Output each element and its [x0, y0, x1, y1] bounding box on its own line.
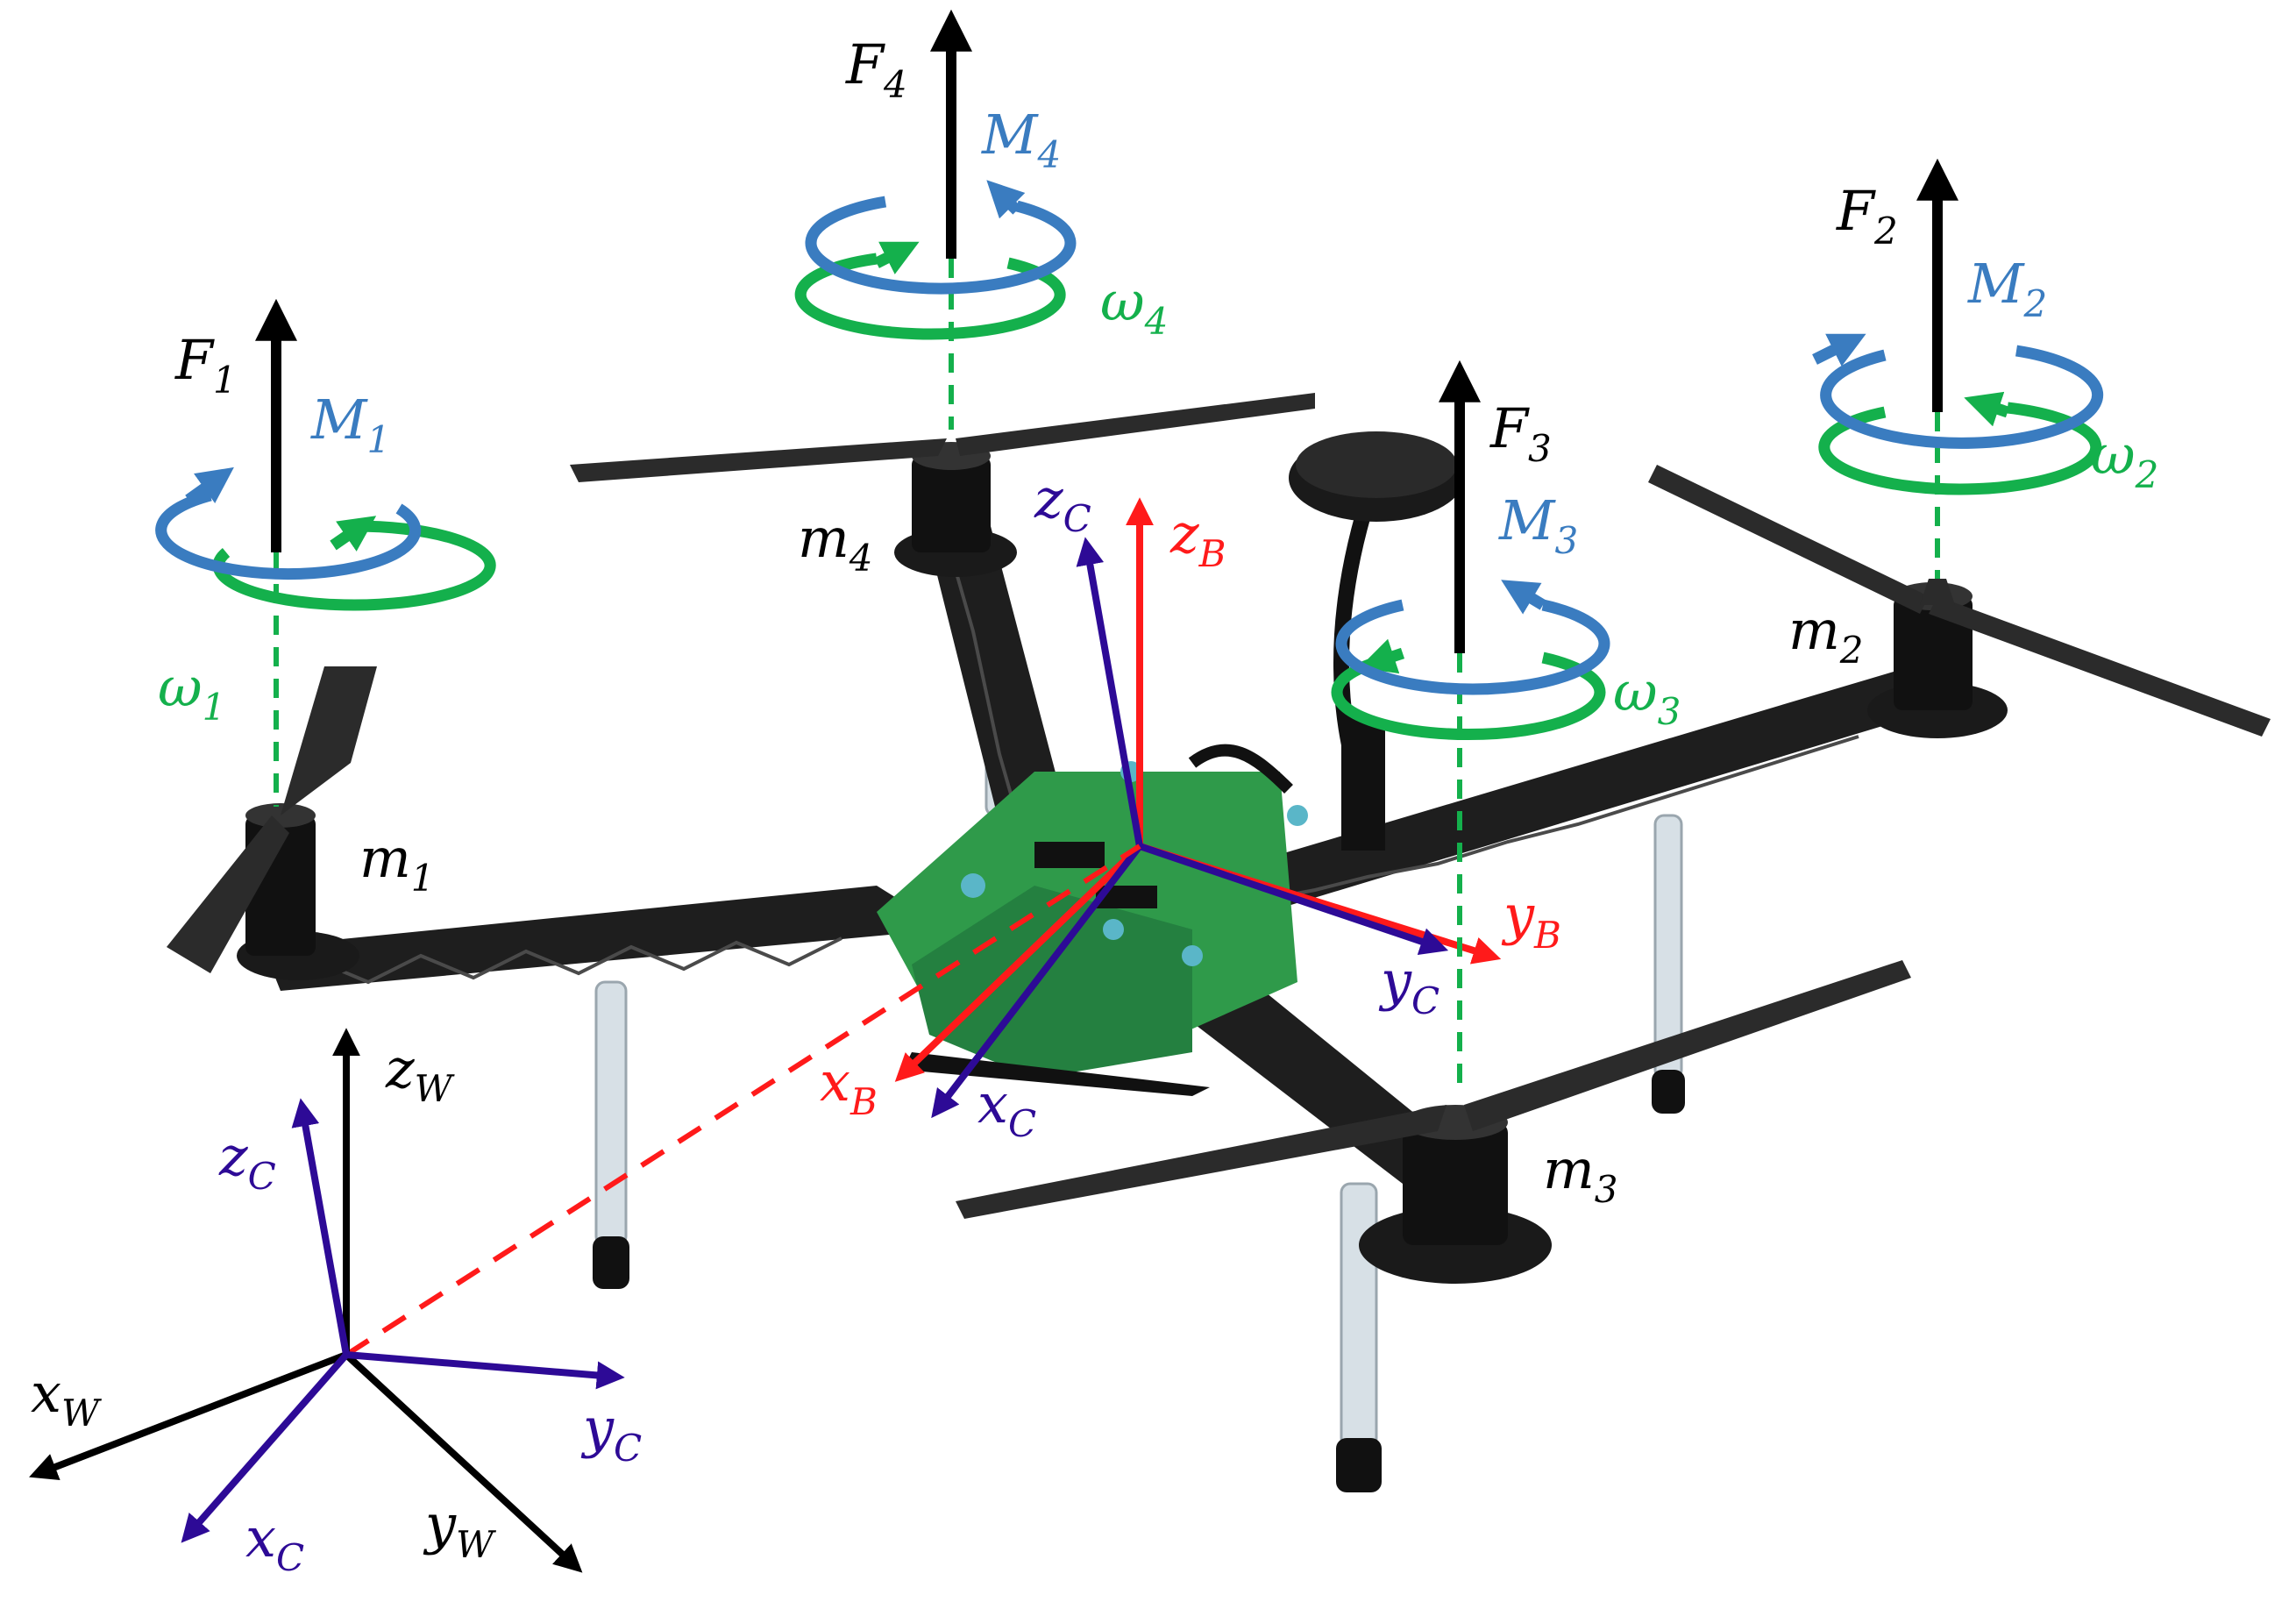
label-yB: yB [1501, 883, 1561, 957]
label-omega4: ω4 [1100, 269, 1168, 343]
moment3-ring [1335, 599, 1610, 695]
label-zW: zW [385, 1036, 456, 1110]
rotor-1 [155, 298, 496, 807]
label-F2: F2 [1836, 179, 1898, 253]
label-zC-world: zC [218, 1124, 276, 1198]
label-F3: F3 [1489, 396, 1552, 470]
world-frame-axes [29, 1028, 583, 1573]
omega3-arrow [1359, 638, 1405, 674]
moment2-ring [1820, 345, 2104, 449]
label-M2: M2 [1967, 252, 2047, 325]
propeller-m2 [1648, 465, 2271, 737]
axis-zC-world [291, 1098, 350, 1356]
label-M1: M1 [310, 388, 390, 461]
label-F4: F4 [845, 32, 907, 106]
label-M3: M3 [1498, 488, 1578, 562]
propeller-m3 [956, 960, 1911, 1219]
moment4-ring [805, 196, 1077, 295]
axis-xW [29, 1351, 348, 1481]
label-omega3: ω3 [1613, 659, 1681, 733]
label-xW: xW [31, 1361, 103, 1435]
arm-m2 [1175, 666, 1964, 929]
gps-module [1289, 431, 1464, 851]
arm-m1 [263, 886, 947, 991]
omega3-ring [1331, 651, 1606, 741]
label-zC-body: zC [1034, 466, 1091, 540]
omega1-arrow [330, 516, 377, 552]
axis-yC-world [345, 1351, 625, 1390]
label-zB: zB [1169, 502, 1226, 575]
world-to-body-vector [345, 844, 1141, 1357]
axis-xC-world [181, 1352, 350, 1543]
omega1-ring [212, 520, 496, 611]
axis-xC-body [931, 844, 1143, 1119]
propeller-m1 [167, 666, 377, 973]
label-m1: m1 [359, 826, 435, 900]
axis-yC-body [1138, 843, 1449, 956]
label-m3: m3 [1543, 1137, 1618, 1211]
moment1-arrow [185, 466, 234, 505]
moment4-arrow [986, 180, 1026, 219]
motor-m4-body [894, 442, 1017, 577]
rotor-2 [1812, 158, 2104, 579]
omega2-ring [1818, 402, 2102, 495]
moment1-ring [155, 489, 422, 580]
label-omega2: ω2 [2091, 423, 2158, 496]
omega4-arrow [874, 241, 920, 274]
rotor-4 [794, 9, 1077, 430]
label-yW: yW [423, 1492, 497, 1566]
camera-frame-on-world-axes [181, 1098, 625, 1543]
label-xC-body: xC [977, 1072, 1036, 1145]
propeller-m4 [570, 393, 1315, 482]
rotor-3 [1331, 360, 1610, 1087]
label-F1: F1 [174, 328, 237, 402]
landing-leg-left [593, 980, 629, 1289]
omega2-arrow [1964, 391, 2010, 427]
label-yC-body: yC [1378, 949, 1439, 1022]
camera-frame-on-body-axes [931, 537, 1449, 1119]
label-omega1: ω1 [158, 655, 225, 729]
axis-xB [894, 844, 1142, 1082]
label-M4: M4 [981, 103, 1061, 176]
axis-zC-body [1076, 537, 1143, 847]
label-xB: xB [820, 1050, 878, 1123]
moment3-arrow [1501, 580, 1546, 615]
label-m4: m4 [798, 506, 873, 580]
omega4-ring [794, 253, 1066, 340]
landing-leg-right [1652, 814, 1685, 1114]
label-m2: m2 [1788, 598, 1864, 672]
axis-yW [344, 1352, 583, 1573]
label-yC-world: yC [580, 1396, 642, 1470]
moment2-arrow [1812, 333, 1866, 367]
label-xC-world: xC [245, 1506, 304, 1579]
